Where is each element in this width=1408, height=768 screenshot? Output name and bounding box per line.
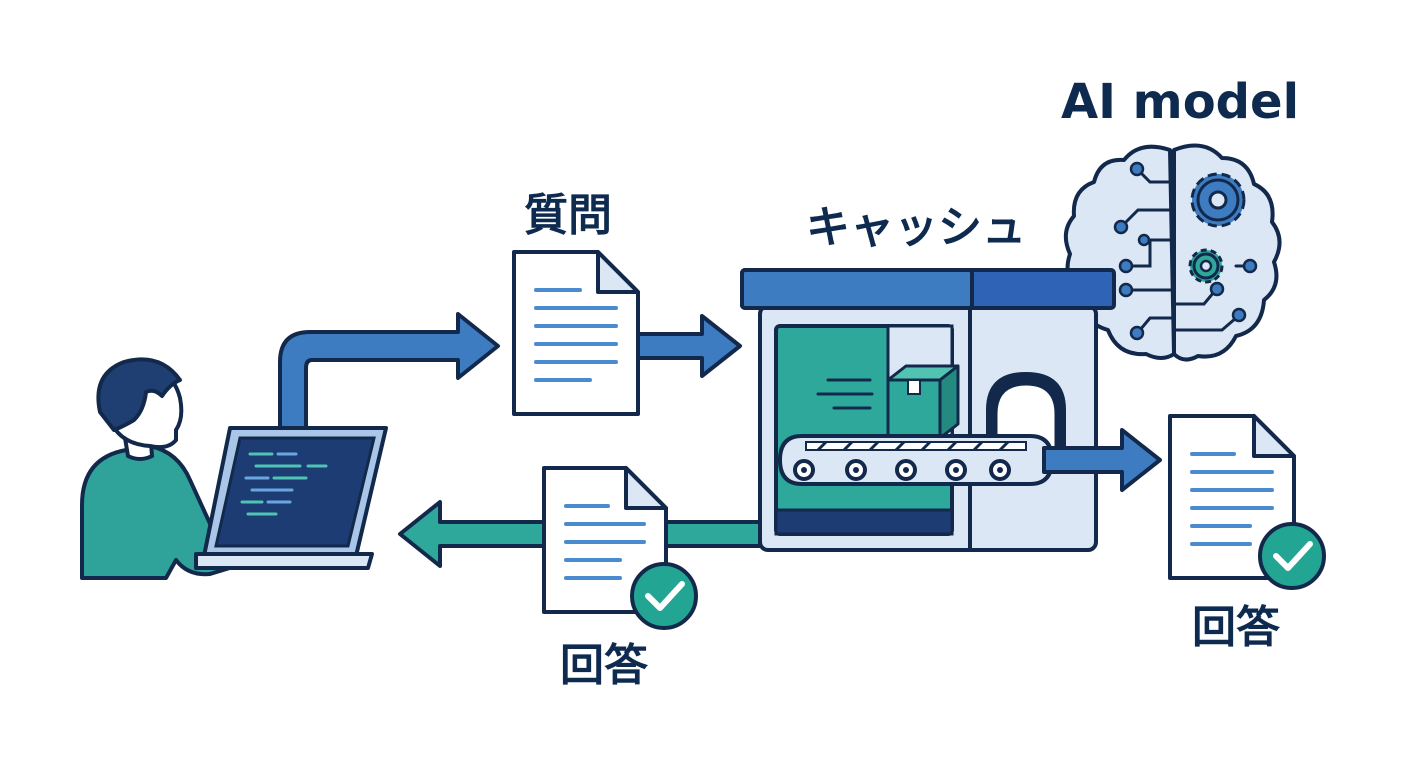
laptop-icon — [194, 426, 388, 570]
arrow-to-cache — [636, 314, 742, 378]
check-badge-right-icon — [1258, 522, 1326, 590]
cache-machine-icon — [740, 268, 1116, 552]
answer-right-label: 回答 — [1192, 602, 1281, 653]
answer-left-label: 回答 — [560, 640, 649, 691]
small-gear-icon — [1188, 248, 1224, 284]
ai-model-label: AI model — [1061, 74, 1299, 130]
question-label: 質問 — [524, 190, 612, 241]
answer-document-right-icon — [1168, 414, 1296, 580]
check-badge-left-icon — [630, 562, 698, 630]
cache-label: キャッシュ — [806, 202, 1026, 253]
question-document-icon — [512, 250, 640, 416]
conveyor-belt-icon — [777, 434, 1055, 486]
arrow-to-question — [278, 312, 500, 430]
package-icon — [886, 364, 960, 440]
gear-icon — [1190, 172, 1246, 228]
answer-document-left-icon — [542, 466, 668, 614]
ai-brain-icon — [1063, 143, 1282, 362]
arrow-to-answer-right — [1042, 428, 1162, 492]
